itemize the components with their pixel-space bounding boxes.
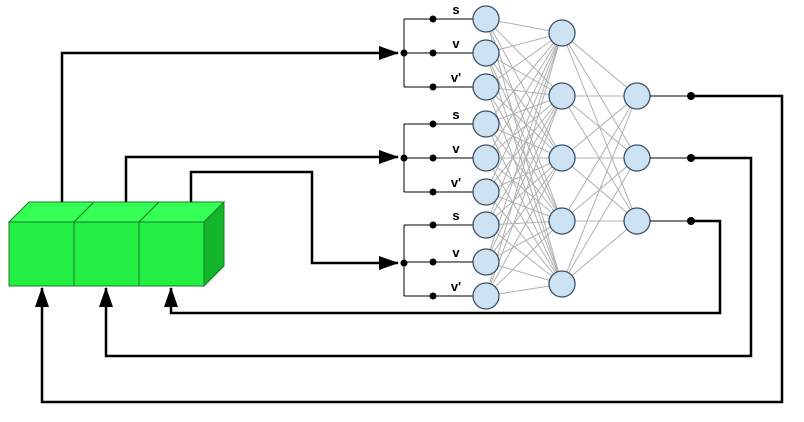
connection-input5-hidden4 <box>485 157 563 222</box>
input-dot-1-2 <box>429 49 437 57</box>
feedback-output1-to-block1 <box>35 94 784 404</box>
connection-hidden1-output1 <box>561 32 638 97</box>
input-neuron-3 <box>472 73 500 101</box>
output-neuron-1 <box>623 82 651 110</box>
input-label-2-1: s <box>452 107 459 122</box>
input-dot-3-3 <box>429 292 437 300</box>
wire-block1-to-group1 <box>60 46 399 202</box>
feedback-output3-to-block3 <box>164 219 722 315</box>
connection-input4-hidden3 <box>485 123 563 159</box>
input-dot-1-3 <box>429 83 437 91</box>
connection-input9-hidden4 <box>485 220 563 297</box>
input-label-3-1: s <box>452 208 459 223</box>
connection-input5-hidden2 <box>485 95 563 159</box>
connection-input6-hidden1 <box>485 32 563 193</box>
connection-input4-hidden5 <box>485 123 563 285</box>
connection-input7-hidden2 <box>485 95 563 226</box>
input-dot-2-1 <box>429 120 437 128</box>
input-neuron-1 <box>472 5 500 33</box>
input-neuron-6 <box>472 178 500 206</box>
input-label-1-3: v' <box>451 70 461 85</box>
hidden-neuron-1 <box>548 19 576 47</box>
connection-input6-hidden5 <box>485 191 563 285</box>
neurons-group <box>472 5 651 310</box>
block-front-face-2 <box>73 221 140 287</box>
input-dot-1-1 <box>429 15 437 23</box>
connection-input8-hidden3 <box>485 157 563 263</box>
input-dot-2-2 <box>429 154 437 162</box>
memory-block-3 <box>137 200 226 288</box>
output-dots-group <box>650 92 695 225</box>
connection-hidden5-output1 <box>561 95 638 285</box>
hidden-neuron-2 <box>548 82 576 110</box>
hidden-neuron-4 <box>548 207 576 235</box>
wire-block3-to-group3 <box>189 170 399 270</box>
connection-input4-hidden4 <box>485 123 563 222</box>
input-neuron-2 <box>472 39 500 67</box>
input-dot-3-1 <box>429 221 437 229</box>
connection-input1-hidden2 <box>485 18 563 97</box>
output-neuron-2 <box>623 144 651 172</box>
connection-hidden4-output1 <box>561 95 638 222</box>
input-neuron-9 <box>472 282 500 310</box>
feedback-output2-to-block2 <box>99 156 753 358</box>
input-neuron-7 <box>472 211 500 239</box>
input-label-1-2: v <box>452 36 460 51</box>
block-front-face-1 <box>8 221 75 287</box>
wire-block2-to-group2 <box>124 150 399 202</box>
connection-hidden3-output1 <box>561 95 638 159</box>
connection-input8-hidden2 <box>485 95 563 263</box>
input-label-3-2: v <box>452 245 460 260</box>
input-dot-3-2 <box>429 258 437 266</box>
connection-input6-hidden3 <box>485 157 563 193</box>
connection-input3-hidden1 <box>485 32 563 88</box>
memory-block-2 <box>72 201 161 287</box>
block-side-face-3 <box>203 200 225 288</box>
connection-input5-hidden5 <box>485 157 563 285</box>
connection-input4-hidden1 <box>485 32 563 125</box>
input-label-2-3: v' <box>451 175 461 190</box>
memory-block-1 <box>7 201 96 287</box>
hidden-neuron-3 <box>548 144 576 172</box>
connection-input9-hidden1 <box>485 32 563 297</box>
connection-input6-hidden2 <box>485 95 563 193</box>
connection-input2-hidden3 <box>485 52 563 159</box>
input-neuron-5 <box>472 144 500 172</box>
output-neuron-3 <box>623 207 651 235</box>
input-dot-2-3 <box>429 188 437 196</box>
input-label-1-1: s <box>452 2 459 17</box>
memory-blocks <box>7 200 226 288</box>
connection-hidden5-output2 <box>561 157 638 285</box>
connection-input2-hidden2 <box>485 52 563 97</box>
block-front-face-3 <box>138 221 205 287</box>
input-label-2-2: v <box>452 141 460 156</box>
connection-hidden5-output3 <box>561 220 638 285</box>
connection-input1-hidden5 <box>485 18 563 285</box>
connection-input2-hidden4 <box>485 52 563 222</box>
connection-input1-hidden3 <box>485 18 563 159</box>
input-neuron-4 <box>472 110 500 138</box>
input-label-3-3: v' <box>451 279 461 294</box>
input-fanout-group: s v v' s v v' s v v' <box>400 2 473 300</box>
connection-input5-hidden1 <box>485 32 563 159</box>
connection-input3-hidden3 <box>485 86 563 159</box>
junction-dot-3 <box>400 259 408 267</box>
input-neuron-8 <box>472 248 500 276</box>
connection-input7-hidden3 <box>485 157 563 226</box>
wires-group <box>35 46 784 404</box>
connection-input9-hidden3 <box>485 157 563 297</box>
connection-input8-hidden4 <box>485 220 563 263</box>
hidden-neuron-5 <box>548 270 576 298</box>
